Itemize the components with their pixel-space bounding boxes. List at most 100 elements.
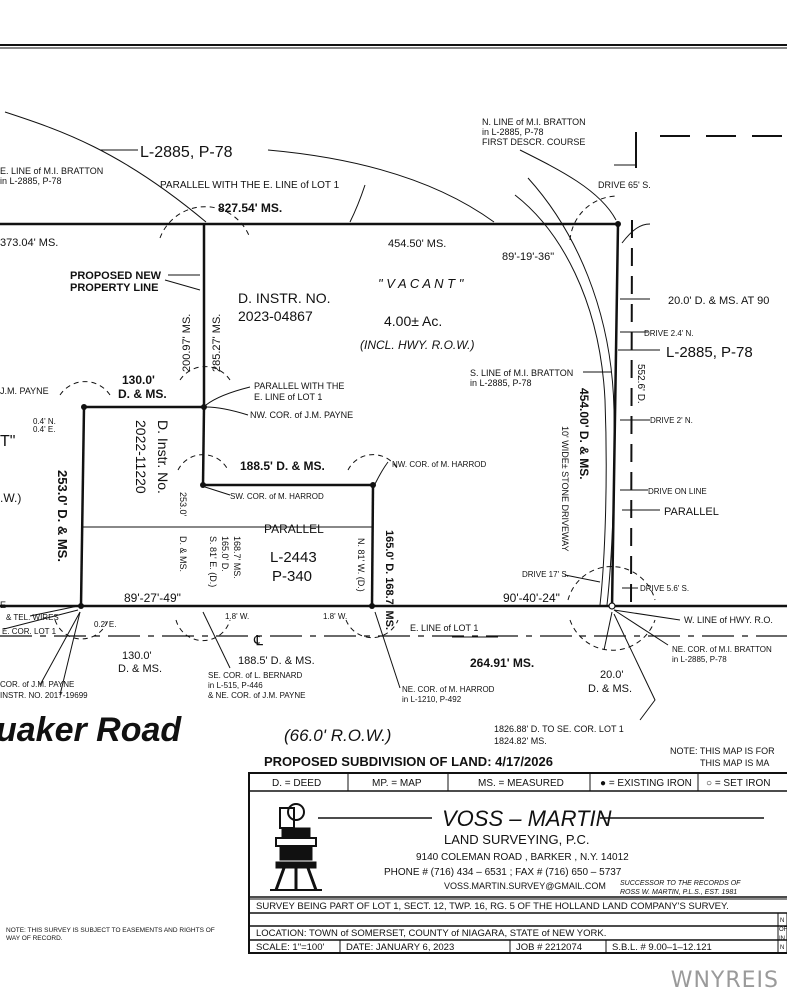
offset-0-4n: 0.4' N. — [33, 417, 56, 426]
right-edge-4: N — [780, 945, 784, 951]
w-line-hwy: W. LINE of HWY. R.O. — [684, 615, 773, 625]
sw-cor-harrod: SW. COR. of M. HARROD — [230, 492, 324, 501]
job-number: JOB # 2212074 — [516, 942, 582, 953]
ne-cor-bratton-1: NE. COR. of M.I. BRATTON — [672, 645, 772, 654]
s-line-bratton-2: in L-2885, P-78 — [470, 378, 532, 388]
n-line-bratton-1: N. LINE of M.I. BRATTON — [482, 117, 586, 127]
dist-552-6: 552.6' D. — [635, 364, 646, 404]
lot-l2443: L-2443 — [270, 549, 317, 566]
angle-89-27: 89'-27'-49" — [124, 591, 181, 605]
title-block: PROPOSED SUBDIVISION OF LAND: 4/17/2026 … — [6, 746, 787, 954]
parcel-boundaries — [0, 132, 787, 637]
right-edge-3: IN — [779, 936, 785, 942]
legend-existing: ● = EXISTING IRON — [600, 778, 692, 789]
lot-p340: P-340 — [272, 568, 312, 585]
dist-165-small: 165.0' D. — [220, 536, 230, 572]
parallel-right: PARALLEL — [664, 506, 719, 518]
right-edge-1: N — [780, 918, 784, 924]
incl-hwy: (INCL. HWY. R.O.W.) — [360, 338, 474, 352]
legend-set: ○ = SET IRON — [706, 778, 770, 789]
firm-name: VOSS – MARTIN — [442, 806, 612, 831]
right-edge-2: OF — [779, 927, 787, 933]
road-row: (66.0' R.O.W.) — [284, 726, 391, 745]
offset-0-4e: 0.4' E. — [33, 425, 55, 434]
offset-0-2e: 0.2' E. — [94, 620, 116, 629]
drive-17: DRIVE 17' S. — [522, 570, 569, 579]
acreage: 4.00± Ac. — [384, 313, 442, 329]
dist-454-50: 454.50' MS. — [388, 238, 446, 250]
firm-address: 9140 COLEMAN ROAD , BARKER , N.Y. 14012 — [416, 852, 629, 863]
successor-2: ROSS W. MARTIN, P.L.S., EST. 1981 — [620, 889, 737, 896]
legend-deed: D. = DEED — [272, 778, 321, 789]
payne-cor-2: INSTR. NO. 2017-19699 — [0, 691, 88, 700]
ne-cor-harrod-2: in L-1210, P-492 — [402, 695, 462, 704]
proposed-line-2: PROPERTY LINE — [70, 282, 158, 294]
drive-2-4: DRIVE 2.4' N. — [644, 329, 694, 338]
e-line-bratton-2: in L-2885, P-78 — [0, 176, 62, 186]
n-line-bratton-3: FIRST DESCR. COURSE — [482, 137, 585, 147]
right-20-label: 20.0' D. & MS. AT 90 — [668, 295, 769, 307]
right-road-ref: L-2885, P-78 — [666, 344, 753, 361]
e-line-lot1-label: E. LINE of LOT 1 — [410, 623, 478, 633]
top-road-ref: L-2885, P-78 — [140, 144, 233, 161]
firm-email: VOSS.MARTIN.SURVEY@GMAIL.COM — [444, 881, 606, 891]
payne-cor-1: COR. of J.M. PAYNE — [0, 680, 74, 689]
angle-90-40: 90'-40'-24" — [503, 591, 560, 605]
location: LOCATION: TOWN of SOMERSET, COUNTY of NI… — [256, 928, 606, 939]
dist-253-0: 253.0' D. & MS. — [55, 470, 70, 562]
theodolite-logo-icon — [270, 803, 322, 891]
dist-827: 827.54' MS. — [218, 201, 282, 215]
dist-130-bot-2: D. & MS. — [118, 663, 162, 675]
iron-markers — [78, 221, 621, 610]
angle-89-19: 89'-19'-36" — [502, 251, 554, 263]
dist-1826-88-1: 1826.88' D. TO SE. COR. LOT 1 — [494, 724, 624, 734]
nw-cor-payne: NW. COR. of J.M. PAYNE — [250, 410, 353, 420]
s-line-bratton-1: S. LINE of M.I. BRATTON — [470, 368, 573, 378]
dist-188-5-bot: 188.5' D. & MS. — [238, 655, 315, 667]
label-t: T" — [0, 433, 15, 450]
deed-instr-2: 2023-04867 — [238, 308, 313, 324]
deed-instr-b-1: D. Instr. No. — [155, 420, 171, 494]
stone-driveway: 10' WIDE± STONE DRIVEWAY — [560, 426, 570, 552]
e-cor-lot1: E. COR. LOT 1 — [2, 627, 57, 636]
s-81-e: S. 81' E. (D.) — [208, 536, 218, 587]
successor-1: SUCCESSOR TO THE RECORDS OF — [620, 880, 741, 887]
firm-subtitle: LAND SURVEYING, P.C. — [444, 832, 589, 847]
drive-2n: DRIVE 2' N. — [650, 416, 693, 425]
dist-188-5-top: 188.5' D. & MS. — [240, 459, 325, 473]
parallel-with-2: E. LINE of LOT 1 — [254, 392, 322, 402]
label-w: .W.) — [0, 491, 21, 505]
dist-130-top-2: D. & MS. — [118, 387, 167, 401]
vacant-label: " V A C A N T " — [378, 276, 465, 291]
dist-373: 373.04' MS. — [0, 237, 58, 249]
dist-20-bot-2: D. & MS. — [588, 683, 632, 695]
dist-454-00: 454.00' D. & MS. — [577, 388, 591, 480]
note-map-2: THIS MAP IS MA — [700, 758, 769, 768]
offset-1-8w-a: 1.8' W. — [225, 612, 249, 621]
parallel-with-1: PARALLEL WITH THE — [254, 381, 344, 391]
n-line-bratton-2: in L-2885, P-78 — [482, 127, 544, 137]
dist-130-top-1: 130.0' — [122, 373, 155, 387]
parallel-mid: PARALLEL — [264, 522, 324, 536]
sbl-number: S.B.L. # 9.00–1–12.121 — [612, 942, 712, 953]
leader-lines — [3, 111, 681, 721]
proposed-subdivision: PROPOSED SUBDIVISION OF LAND: 4/17/2026 — [264, 754, 553, 769]
dist-165-168-7: 165.0' D. 168.7' MS. — [383, 530, 395, 630]
ne-cor-bratton-2: in L-2885, P-78 — [672, 655, 727, 664]
dist-1826-88-2: 1824.82' MS. — [494, 736, 547, 746]
legend-map: MP. = MAP — [372, 778, 422, 789]
corner-arcs — [54, 195, 656, 651]
dist-200-97: 200.97' MS. — [181, 314, 193, 372]
dist-168-7-small: 168.7' MS. — [232, 536, 242, 579]
n-81-w: N. 81' W. (D.) — [356, 538, 366, 592]
drive-on-line: DRIVE ON LINE — [648, 487, 707, 496]
firm-phone: PHONE # (716) 434 – 6531 ; FAX # (716) 6… — [384, 867, 622, 878]
dist-285-27: 285.27' MS. — [211, 314, 223, 372]
watermark: WNYREIS — [670, 968, 779, 993]
deed-instr-b-2: 2022-11220 — [133, 420, 149, 494]
drive-65-label: DRIVE 65' S. — [598, 180, 651, 190]
e-line-bratton-1: E. LINE of M.I. BRATTON — [0, 166, 103, 176]
offset-1-8w-b: 1.8' W. — [323, 612, 347, 621]
easement-note-1: NOTE: THIS SURVEY IS SUBJECT TO EASEMENT… — [6, 927, 215, 934]
